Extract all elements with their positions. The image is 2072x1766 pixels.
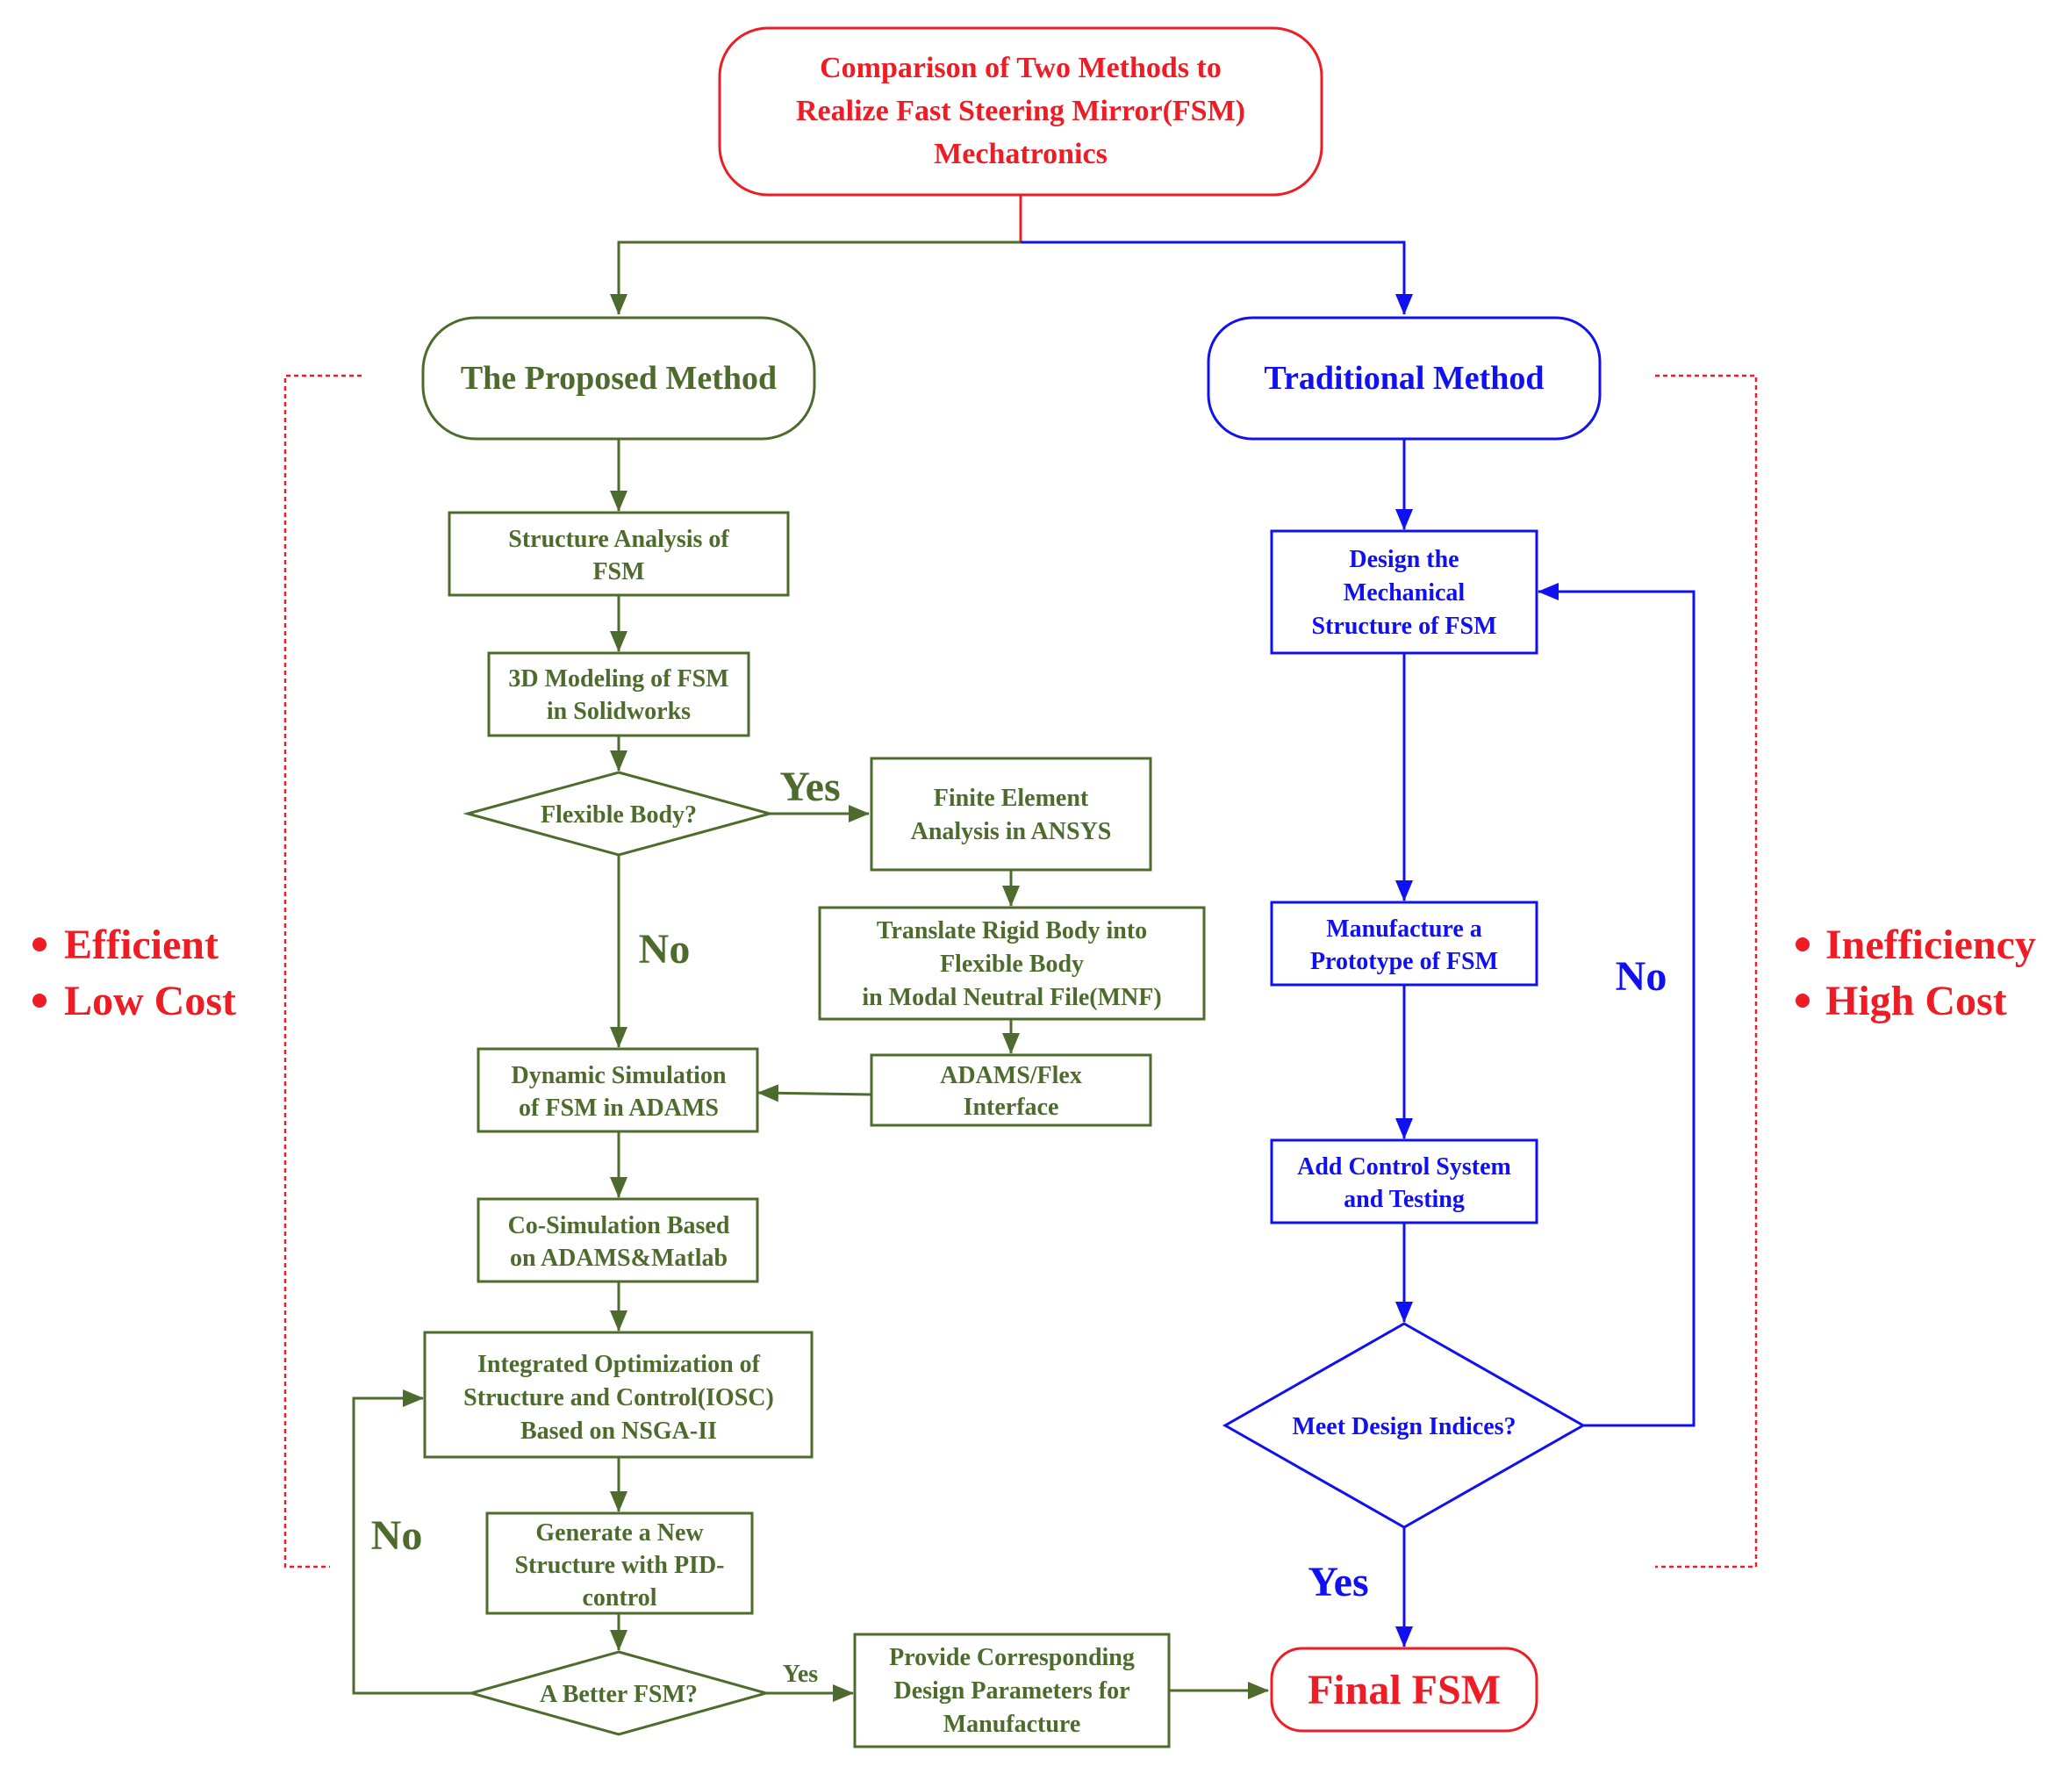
title-line-1: Comparison of Two Methods to xyxy=(820,52,1222,84)
title-line-3: Mechatronics xyxy=(934,138,1108,170)
provide-frame xyxy=(853,1633,1171,1748)
bullet-high-cost xyxy=(1796,994,1810,1008)
generate-line-3: control xyxy=(582,1584,656,1612)
provide-line-1: Provide Corresponding xyxy=(889,1644,1135,1671)
structure-analysis-line-2: FSM xyxy=(592,558,644,585)
bullet-low-cost xyxy=(32,994,47,1008)
cosim-line-2: on ADAMS&Matlab xyxy=(510,1245,728,1272)
translate-line-2: Flexible Body xyxy=(940,951,1084,978)
modeling-3d-box: 3D Modeling of FSM in Solidworks xyxy=(487,651,750,737)
manufacture-line-1: Manufacture a xyxy=(1326,915,1482,943)
fea-line-2: Analysis in ANSYS xyxy=(911,818,1112,845)
final-fsm-label: Final FSM xyxy=(1308,1667,1501,1713)
provide-box: Provide Corresponding Design Parameters … xyxy=(853,1633,1171,1748)
provide-line-3: Manufacture xyxy=(943,1711,1081,1738)
flexible-no-label: No xyxy=(639,926,691,973)
cosim-frame xyxy=(477,1197,759,1283)
traditional-header-label: Traditional Method xyxy=(1264,360,1544,397)
modeling-3d-line-1: 3D Modeling of FSM xyxy=(508,665,728,693)
translate-frame xyxy=(818,906,1206,1021)
cosim-box: Co-Simulation Based on ADAMS&Matlab xyxy=(477,1197,759,1283)
better-fsm-label: A Better FSM? xyxy=(540,1681,698,1708)
generate-line-2: Structure with PID- xyxy=(514,1552,724,1579)
control-box: Add Control System and Testing xyxy=(1270,1138,1538,1224)
proposed-header-label: The Proposed Method xyxy=(461,360,777,397)
proposed-merits: Efficient Low Cost xyxy=(32,922,236,1024)
traditional-method-header: Traditional Method xyxy=(1207,316,1602,441)
iosc-box: Integrated Optimization of Structure and… xyxy=(423,1331,814,1459)
better-yes-label: Yes xyxy=(783,1661,819,1688)
title-line-2: Realize Fast Steering Mirror(FSM) xyxy=(796,95,1245,127)
fea-box: Finite Element Analysis in ANSYS xyxy=(870,757,1152,872)
bullet-inefficiency xyxy=(1796,937,1810,951)
adams-flex-line-2: Interface xyxy=(964,1094,1059,1121)
meet-yes-label: Yes xyxy=(1308,1559,1368,1605)
bullet-efficient xyxy=(32,937,47,951)
merit-low-cost: Low Cost xyxy=(64,978,236,1024)
iosc-frame xyxy=(423,1331,814,1459)
adams-flex-line-1: ADAMS/Flex xyxy=(940,1062,1082,1089)
manufacture-box: Manufacture a Prototype of FSM xyxy=(1270,901,1538,987)
better-fsm-diamond xyxy=(466,1650,771,1736)
dynamic-sim-box: Dynamic Simulation of FSM in ADAMS xyxy=(477,1047,759,1133)
dynamic-sim-line-2: of FSM in ADAMS xyxy=(519,1095,719,1122)
iosc-line-2: Structure and Control(IOSC) xyxy=(463,1384,774,1411)
merit-efficient: Efficient xyxy=(64,922,219,968)
better-no-label: No xyxy=(371,1512,423,1559)
adams-flex-box: ADAMS/Flex Interface xyxy=(870,1053,1152,1127)
provide-line-2: Design Parameters for xyxy=(893,1677,1129,1705)
iosc-line-1: Integrated Optimization of xyxy=(477,1351,761,1378)
design-line-1: Design the xyxy=(1349,546,1459,573)
design-line-2: Mechanical xyxy=(1344,579,1466,607)
design-frame xyxy=(1270,529,1538,655)
design-box: Design the Mechanical Structure of FSM xyxy=(1270,529,1538,655)
arrow-better-no-loop xyxy=(352,1389,471,1695)
design-line-3: Structure of FSM xyxy=(1312,613,1497,640)
flexible-body-label: Flexible Body? xyxy=(541,801,697,829)
flexible-body-decision: Flexible Body? xyxy=(462,771,775,857)
split-to-proposed xyxy=(610,240,1021,315)
manufacture-frame xyxy=(1270,901,1538,987)
translate-box: Translate Rigid Body into Flexible Body … xyxy=(818,906,1206,1021)
dynamic-sim-frame xyxy=(477,1047,759,1133)
arrow-meet-no-loop xyxy=(1538,583,1696,1427)
translate-line-3: in Modal Neutral File(MNF) xyxy=(862,984,1161,1011)
merit-high-cost: High Cost xyxy=(1825,978,2007,1024)
split-to-traditional xyxy=(1021,240,1413,315)
right-bracket xyxy=(1655,374,1758,1569)
generate-line-1: Generate a New xyxy=(535,1519,704,1547)
merit-inefficiency: Inefficiency xyxy=(1825,922,2036,968)
final-fsm-frame xyxy=(1270,1647,1538,1733)
control-line-1: Add Control System xyxy=(1297,1153,1511,1181)
flexible-yes-label: Yes xyxy=(779,764,840,810)
proposed-method-header: The Proposed Method xyxy=(421,316,816,441)
fea-line-1: Finite Element xyxy=(934,785,1089,812)
iosc-line-3: Based on NSGA-II xyxy=(520,1418,717,1445)
structure-analysis-line-1: Structure Analysis of xyxy=(508,526,729,553)
structure-analysis-frame xyxy=(448,511,790,597)
dynamic-sim-line-1: Dynamic Simulation xyxy=(511,1062,726,1089)
final-fsm-box: Final FSM xyxy=(1270,1647,1538,1733)
translate-line-1: Translate Rigid Body into xyxy=(877,917,1147,944)
generate-frame xyxy=(485,1511,754,1615)
meet-indices-label: Meet Design Indices? xyxy=(1292,1413,1516,1440)
structure-analysis-box: Structure Analysis of FSM xyxy=(448,511,790,597)
generate-box: Generate a New Structure with PID- contr… xyxy=(485,1511,754,1615)
adams-flex-frame xyxy=(870,1053,1152,1127)
meet-no-label: No xyxy=(1616,953,1667,1000)
manufacture-line-2: Prototype of FSM xyxy=(1310,948,1498,975)
traditional-merits: Inefficiency High Cost xyxy=(1796,922,2036,1024)
fea-frame xyxy=(870,757,1152,872)
left-bracket xyxy=(283,374,362,1569)
arrow-adams-flex-to-dynamic xyxy=(757,1084,872,1102)
modeling-3d-line-2: in Solidworks xyxy=(547,698,691,725)
title-box: Comparison of Two Methods to Realize Fas… xyxy=(718,26,1323,197)
cosim-line-1: Co-Simulation Based xyxy=(508,1212,730,1239)
control-line-2: and Testing xyxy=(1344,1186,1465,1213)
better-fsm-decision: A Better FSM? xyxy=(466,1650,771,1736)
meet-indices-decision: Meet Design Indices? xyxy=(1222,1322,1587,1529)
